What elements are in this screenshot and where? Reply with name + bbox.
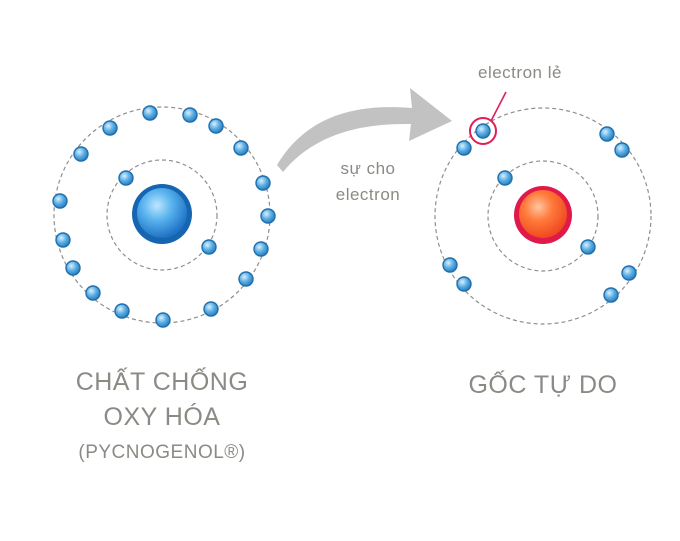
antioxidant-outer-electron xyxy=(203,301,219,317)
antioxidant-outer-electron xyxy=(255,175,271,191)
free-radical-outer-electron xyxy=(456,140,472,156)
antioxidant-outer-electron xyxy=(253,241,269,257)
antioxidant-outer-electron xyxy=(208,118,224,134)
free-radical-outer-electron xyxy=(599,126,615,142)
free-radical-inner-electron xyxy=(497,170,513,186)
antioxidant-inner-orbit xyxy=(106,159,218,271)
antioxidant-outer-electron xyxy=(155,312,171,328)
antioxidant-nucleus xyxy=(137,188,187,238)
free-radical-nucleus xyxy=(519,190,567,238)
antioxidant-title-line1: CHẤT CHỐNG xyxy=(75,368,249,396)
antioxidant-outer-electron xyxy=(114,303,130,319)
antioxidant-inner-electron xyxy=(118,170,134,186)
antioxidant-outer-electron xyxy=(55,232,71,248)
free-radical-outer-electron xyxy=(621,265,637,281)
antioxidant-outer-electron xyxy=(102,120,118,136)
antioxidant-outer-electron xyxy=(238,271,254,287)
free-radical-outer-electron xyxy=(603,287,619,303)
free-radical-inner-orbit xyxy=(487,160,599,272)
antioxidant-electrons xyxy=(52,105,276,328)
free-radical-outer-electron xyxy=(614,142,630,158)
free-radical-electrons xyxy=(442,123,637,303)
antioxidant-title-line2: OXY HÓA xyxy=(103,403,221,431)
antioxidant-outer-electron xyxy=(142,105,158,121)
antioxidant-outer-electron xyxy=(233,140,249,156)
antioxidant-subtitle: (PYCNOGENOL®) xyxy=(78,442,246,463)
donation-label-line1: sự cho xyxy=(340,159,396,178)
lone-electron-label: electron lẻ xyxy=(478,63,562,82)
curved-arrow-icon xyxy=(277,88,452,172)
antioxidant-outer-electron xyxy=(65,260,81,276)
donation-label-line2: electron xyxy=(335,185,401,204)
free-radical-outer-electron xyxy=(456,276,472,292)
free-radical-inner-electron xyxy=(580,239,596,255)
antioxidant-outer-electron xyxy=(260,208,276,224)
lone-electron-pointer xyxy=(490,91,507,122)
free-radical-atom xyxy=(434,107,652,325)
antioxidant-atom xyxy=(52,105,276,328)
antioxidant-outer-electron xyxy=(85,285,101,301)
antioxidant-outer-electron xyxy=(182,107,198,123)
lone-electron-highlight-ring xyxy=(469,117,497,145)
free-radical-outer-orbit xyxy=(434,107,652,325)
lone-electron xyxy=(475,123,491,139)
antioxidant-outer-electron xyxy=(73,146,89,162)
antioxidant-inner-electron xyxy=(201,239,217,255)
free-radical-outer-electron xyxy=(442,257,458,273)
antioxidant-outer-electron xyxy=(52,193,68,209)
free-radical-title: GỐC TỰ DO xyxy=(468,371,618,399)
